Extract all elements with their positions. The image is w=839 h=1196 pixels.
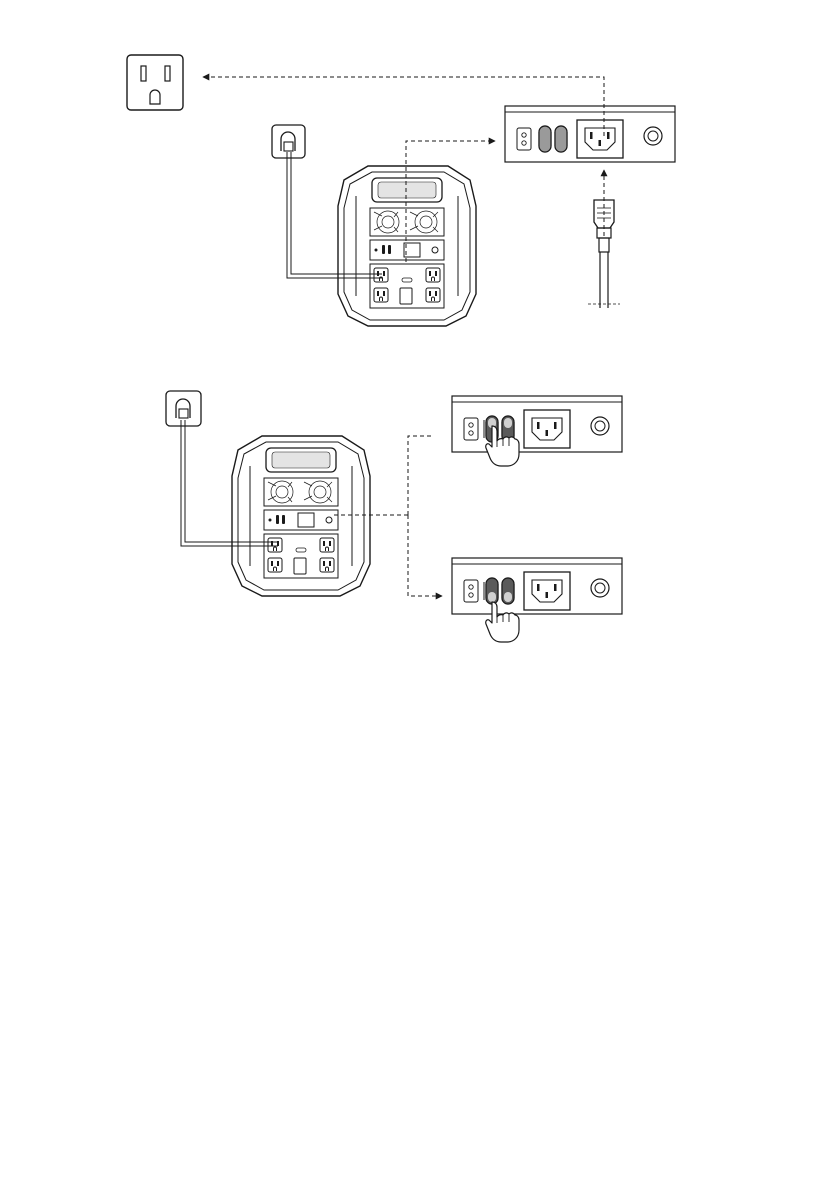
zoom-link-upper — [408, 436, 432, 515]
power-cord-line — [181, 420, 278, 546]
zoom-link-lower — [408, 515, 442, 596]
pointing-hand-icon — [486, 602, 519, 642]
ac-input-panel-closeup — [505, 106, 675, 162]
ac-input-panel-switch-down — [452, 558, 622, 642]
plug-icon — [272, 125, 305, 158]
portable-power-station — [338, 166, 476, 326]
bottom-figure — [166, 391, 622, 642]
us-wall-outlet-icon — [127, 55, 183, 110]
power-cord-line — [287, 152, 382, 278]
ac-input-panel-switch-up — [452, 396, 622, 466]
plug-icon — [166, 391, 201, 426]
portable-power-station — [232, 436, 370, 596]
top-figure — [127, 55, 675, 326]
ac-charging-cable — [588, 170, 620, 308]
